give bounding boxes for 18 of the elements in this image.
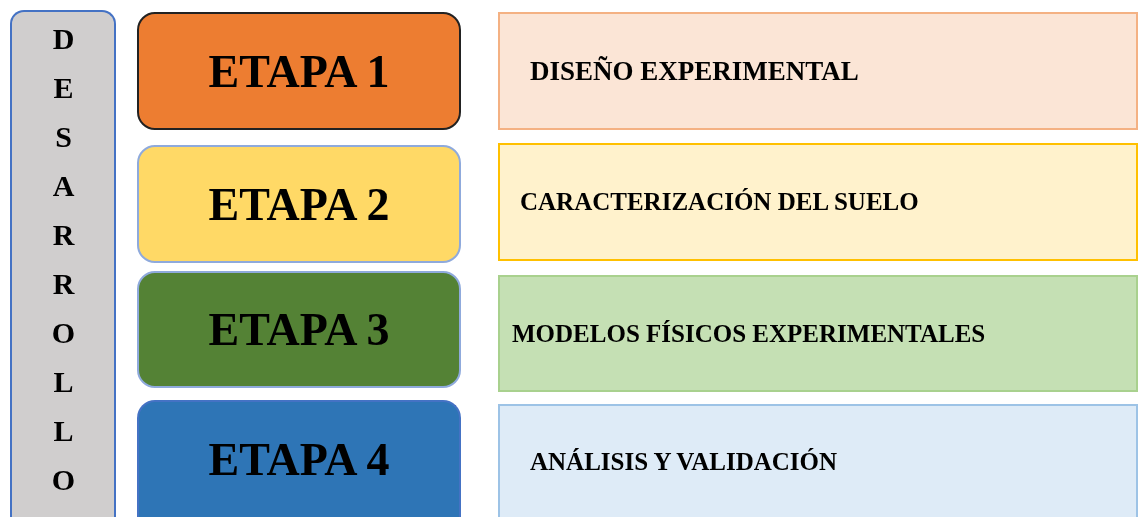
description-box <box>498 275 1138 392</box>
side-panel <box>10 10 116 517</box>
description-text: CARACTERIZACIÓN DEL SUELO <box>520 188 919 216</box>
stage-box <box>137 12 461 130</box>
stage-box <box>137 271 461 388</box>
vertical-title: DESARROLLO <box>46 22 80 512</box>
description-text: MODELOS FÍSICOS EXPERIMENTALES <box>512 319 986 348</box>
description-box <box>498 404 1138 517</box>
stage-label: ETAPA 3 <box>208 303 390 356</box>
description-text: DISEÑO EXPERIMENTAL <box>530 55 859 87</box>
stage-box <box>137 145 461 263</box>
stage-box <box>137 400 461 517</box>
description-box <box>498 143 1138 261</box>
description-text: ANÁLISIS Y VALIDACIÓN <box>530 447 838 476</box>
description-box <box>498 12 1138 130</box>
stage-label: ETAPA 2 <box>208 177 390 231</box>
stage-label: ETAPA 1 <box>208 44 390 98</box>
stage-label: ETAPA 4 <box>208 433 390 486</box>
